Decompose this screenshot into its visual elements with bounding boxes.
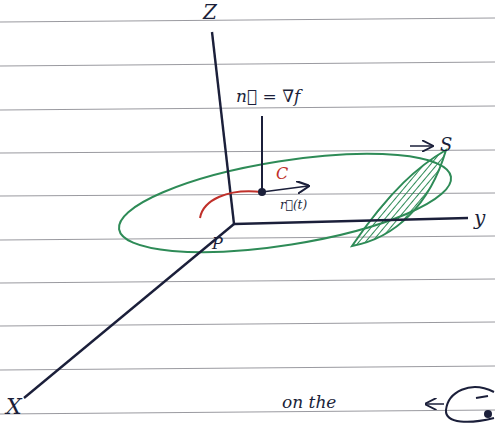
normal-label: n⃗ = ∇f [236,88,300,105]
doodle-dot [484,410,492,418]
axis-label: X [6,396,22,418]
doodle [446,387,494,422]
surface-label: S [440,136,452,154]
surface [112,135,457,271]
axes [24,32,468,398]
tangent-vector [262,186,308,192]
axis-label: y [474,208,485,228]
curve-label: C [276,166,288,182]
normal-vector [261,116,263,192]
vector-label: r⃗(t) [280,199,307,211]
s-pointer [410,145,432,147]
curve-c [200,191,262,218]
note-text: on the [282,394,336,411]
point-p [258,188,266,196]
ruled-lines [0,18,495,414]
point-label: P [212,236,223,252]
doodle-arrow [426,403,444,405]
axis-label: Z [203,2,217,22]
